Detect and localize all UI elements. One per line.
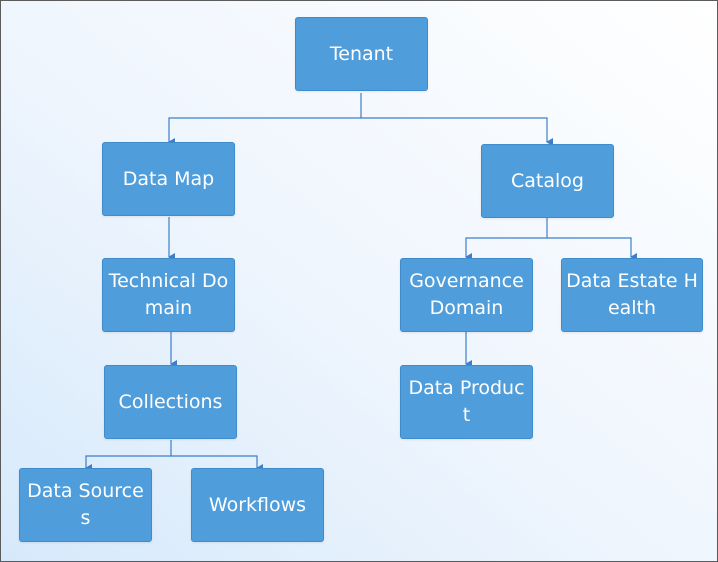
edge-tenant-data-map — [168, 93, 362, 146]
node-governance-domain: Governance Domain — [400, 258, 533, 332]
node-data-map: Data Map — [102, 142, 235, 216]
node-data-product: Data Product — [400, 365, 533, 439]
node-catalog: Catalog — [481, 144, 614, 218]
node-data-estate-health: Data Estate Health — [561, 258, 703, 332]
node-data-sources: Data Sources — [19, 468, 152, 542]
edge-collections-workflows — [171, 455, 263, 472]
edge-catalog-data-estate-health — [547, 237, 637, 261]
edge-tenant-catalog — [361, 117, 553, 146]
node-technical-domain: Technical Domain — [102, 258, 235, 332]
node-collections: Collections — [104, 365, 237, 439]
node-tenant: Tenant — [295, 17, 428, 91]
node-workflows: Workflows — [191, 468, 324, 542]
edge-catalog-governance-domain — [465, 218, 548, 261]
edge-collections-data-sources — [85, 440, 172, 472]
